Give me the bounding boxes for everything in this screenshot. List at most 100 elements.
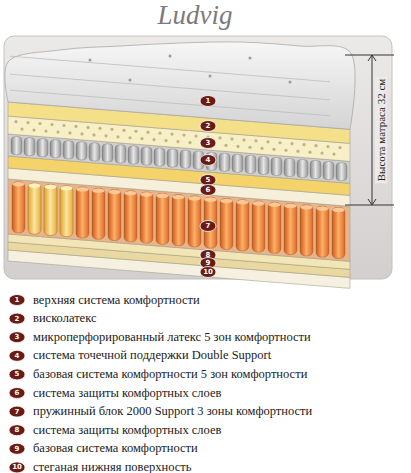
dimension-label: Высота матраса 32 см (375, 77, 387, 184)
pocket-spring (220, 198, 233, 249)
callout-number: 8 (198, 250, 218, 260)
legend-text: стеганая нижняя поверхность (33, 460, 191, 473)
spring-top (237, 200, 249, 204)
spring-top (141, 192, 153, 196)
latex-hole (74, 125, 77, 128)
callout-number: 9 (7, 444, 27, 454)
dimension-arrow (368, 199, 376, 205)
latex-hole (134, 130, 137, 133)
latex-hole (158, 132, 161, 135)
legend-text: микроперфорированный латекс 5 зон комфор… (33, 330, 311, 344)
quilt-button (289, 81, 292, 84)
support-spring (284, 158, 295, 176)
pocket-spring (124, 191, 137, 242)
latex-hole (332, 152, 335, 155)
latex-hole (20, 128, 23, 131)
spring-top (189, 196, 201, 200)
pocket-spring (284, 204, 297, 255)
callout-number: 1 (198, 96, 218, 106)
latex-hole (104, 134, 107, 137)
latex-hole (86, 126, 89, 129)
legend-text: верхняя система комфортности (33, 293, 200, 307)
latex-hole (164, 139, 167, 142)
latex-hole (56, 130, 59, 133)
pocket-spring (92, 188, 105, 239)
pocket-spring (332, 207, 345, 258)
callout-number: 10 (7, 462, 27, 472)
latex-hole (98, 127, 101, 130)
latex-hole (284, 149, 287, 152)
support-spring (180, 150, 191, 168)
latex-hole (248, 146, 251, 149)
spring-top (29, 183, 41, 187)
spring-top (45, 185, 57, 189)
latex-hole (242, 138, 245, 141)
pocket-spring (28, 183, 41, 234)
dimension-tick (345, 205, 394, 206)
spring-top (77, 187, 89, 191)
pocket-spring (316, 206, 329, 257)
legend-text: система защиты комфортных слоев (33, 386, 221, 400)
callout-number: 5 (198, 175, 218, 185)
callout-number: 9 (198, 258, 218, 268)
pocket-spring (156, 193, 169, 244)
latex-hole (218, 136, 221, 139)
quilt-button (209, 75, 212, 78)
spring-top (61, 186, 73, 190)
pocket-spring (300, 205, 313, 256)
pocket-spring (252, 201, 265, 252)
support-spring (11, 137, 22, 155)
pocket-spring (236, 200, 249, 251)
support-spring (37, 139, 48, 157)
callout-number: 2 (7, 314, 27, 324)
callout-number: 1 (7, 295, 27, 305)
support-spring (102, 144, 113, 162)
support-spring (50, 140, 61, 158)
latex-hole (260, 147, 263, 150)
support-spring (154, 148, 165, 166)
latex-hole (170, 133, 173, 136)
spring-top (173, 195, 185, 199)
support-spring (336, 163, 347, 181)
support-spring (232, 154, 243, 172)
pocket-spring (60, 186, 73, 237)
latex-hole (110, 128, 113, 131)
latex-hole (308, 151, 311, 154)
latex-hole (44, 129, 47, 132)
quilt-button (129, 79, 132, 82)
legend-text: пружинный блок 2000 Support 3 зоны комфо… (33, 404, 312, 418)
dimension-line (372, 55, 373, 205)
latex-hole (68, 131, 71, 134)
latex-hole (122, 129, 125, 132)
support-spring (115, 145, 126, 163)
latex-hole (290, 142, 293, 145)
spring-top (253, 201, 265, 205)
latex-hole (236, 145, 239, 148)
support-spring (271, 157, 282, 175)
quilt-button (89, 59, 92, 62)
latex-hole (254, 139, 257, 142)
support-spring (167, 149, 178, 167)
spring-top (333, 208, 345, 212)
latex-hole (176, 140, 179, 143)
pocket-spring (44, 184, 57, 235)
support-spring (310, 161, 321, 179)
latex-hole (116, 135, 119, 138)
quilt-button (249, 57, 252, 60)
spring-top (157, 194, 169, 198)
latex-hole (338, 146, 341, 149)
callout-number: 6 (198, 185, 218, 195)
support-spring (245, 155, 256, 173)
spring-top (109, 190, 121, 194)
callout-number: 2 (198, 121, 218, 131)
support-spring (323, 162, 334, 180)
latex-hole (188, 141, 191, 144)
pocket-spring (108, 189, 121, 240)
latex-hole (26, 121, 29, 124)
legend-text: система точечной поддержки Double Suppor… (33, 348, 271, 362)
support-spring (219, 153, 230, 171)
spring-top (13, 182, 25, 186)
spring-top (317, 206, 329, 210)
pocket-spring (12, 182, 25, 233)
support-spring (141, 147, 152, 165)
